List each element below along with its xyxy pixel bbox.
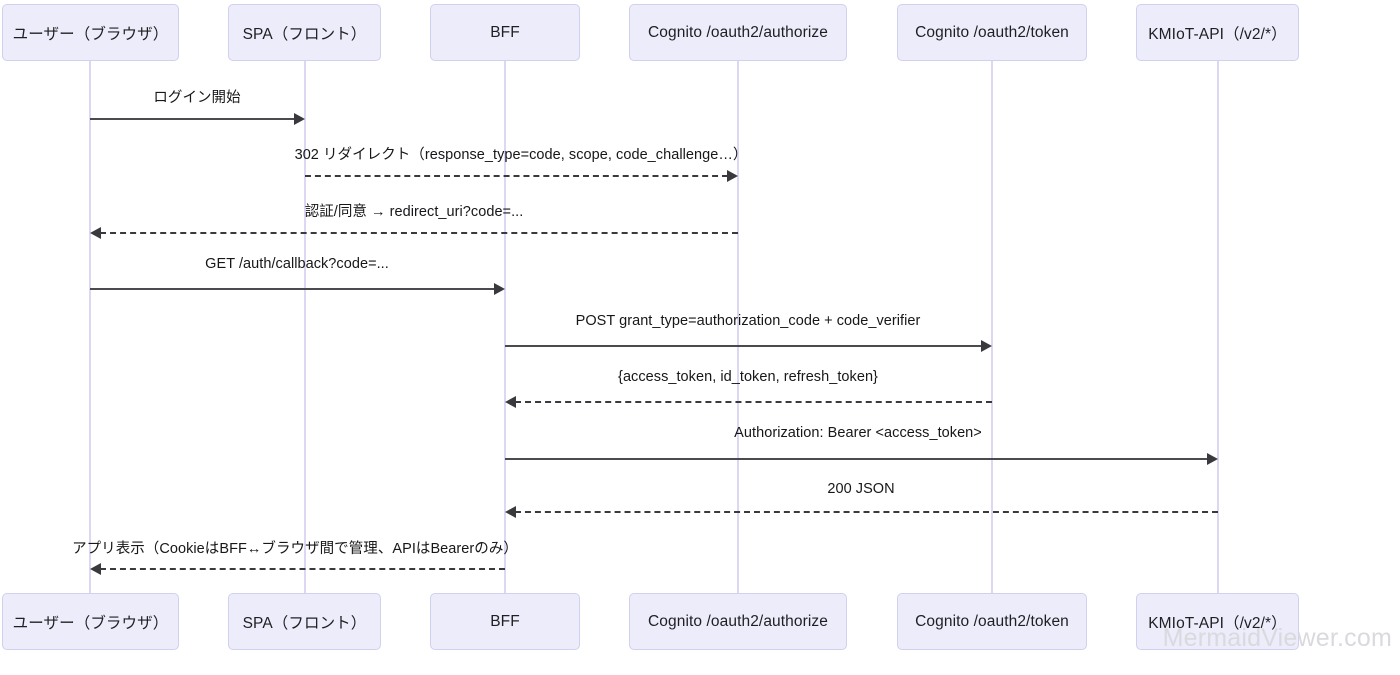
message-line [90, 288, 495, 290]
participant-label: SPA（フロント） [242, 25, 367, 43]
message-label-4: GET /auth/callback?code=... [205, 256, 389, 272]
participant-spa-top[interactable]: SPA（フロント） [228, 4, 381, 61]
message-line [505, 345, 982, 347]
participant-bff-top[interactable]: BFF [430, 4, 580, 61]
message-line [505, 458, 1208, 460]
lifeline-token [991, 61, 993, 593]
message-line [515, 511, 1218, 513]
participant-authorize-top[interactable]: Cognito /oauth2/authorize [629, 4, 847, 61]
participant-label: SPA（フロント） [242, 614, 367, 632]
message-label-6: {access_token, id_token, refresh_token} [618, 369, 878, 385]
arrowhead-right-icon [1207, 453, 1218, 465]
participant-label: KMIoT-API（/v2/*） [1148, 25, 1287, 43]
watermark: MermaidViewer.com [1162, 624, 1392, 652]
lifeline-api [1217, 61, 1219, 593]
lifeline-spa [304, 61, 306, 593]
message-label-2: 302 リダイレクト（response_type=code, scope, co… [294, 147, 748, 163]
participant-label: Cognito /oauth2/authorize [647, 23, 829, 41]
participant-user-top[interactable]: ユーザー（ブラウザ） [2, 4, 179, 61]
arrowhead-right-icon [294, 113, 305, 125]
arrowhead-left-icon [90, 563, 101, 575]
lifeline-user [89, 61, 91, 593]
participant-label: Cognito /oauth2/token [915, 23, 1069, 41]
arrowhead-right-icon [727, 170, 738, 182]
participant-label: KMIoT-API（/v2/*） [1148, 614, 1287, 632]
participant-bff-bottom[interactable]: BFF [430, 593, 580, 650]
participant-label: BFF [490, 23, 520, 41]
participant-authorize-bottom[interactable]: Cognito /oauth2/authorize [629, 593, 847, 650]
arrowhead-left-icon [505, 396, 516, 408]
participant-label: BFF [490, 612, 520, 630]
participant-user-bottom[interactable]: ユーザー（ブラウザ） [2, 593, 179, 650]
lifeline-authorize [737, 61, 739, 593]
arrowhead-right-icon [494, 283, 505, 295]
message-line [100, 232, 738, 234]
message-label-7: Authorization: Bearer <access_token> [734, 425, 982, 441]
participant-label: Cognito /oauth2/token [915, 612, 1069, 630]
participant-label: Cognito /oauth2/authorize [647, 612, 829, 630]
message-line [515, 401, 992, 403]
message-label-1: ログイン開始 [153, 90, 241, 106]
participant-api-top[interactable]: KMIoT-API（/v2/*） [1136, 4, 1299, 61]
arrowhead-right-icon [981, 340, 992, 352]
message-label-5: POST grant_type=authorization_code + cod… [575, 313, 921, 329]
participant-token-bottom[interactable]: Cognito /oauth2/token [897, 593, 1087, 650]
message-line [100, 568, 505, 570]
arrowhead-left-icon [505, 506, 516, 518]
message-label-3: 認証/同意 → redirect_uri?code=... [304, 204, 524, 220]
participant-label: ユーザー（ブラウザ） [12, 25, 169, 43]
message-label-8: 200 JSON [827, 481, 895, 497]
lifeline-bff [504, 61, 506, 593]
participant-token-top[interactable]: Cognito /oauth2/token [897, 4, 1087, 61]
participant-spa-bottom[interactable]: SPA（フロント） [228, 593, 381, 650]
participant-label: ユーザー（ブラウザ） [12, 614, 169, 632]
message-line [305, 175, 728, 177]
participant-api-bottom[interactable]: KMIoT-API（/v2/*） [1136, 593, 1299, 650]
message-label-9: アプリ表示（CookieはBFF↔ブラウザ間で管理、APIはBearerのみ） [72, 541, 518, 557]
arrowhead-left-icon [90, 227, 101, 239]
message-line [90, 118, 295, 120]
